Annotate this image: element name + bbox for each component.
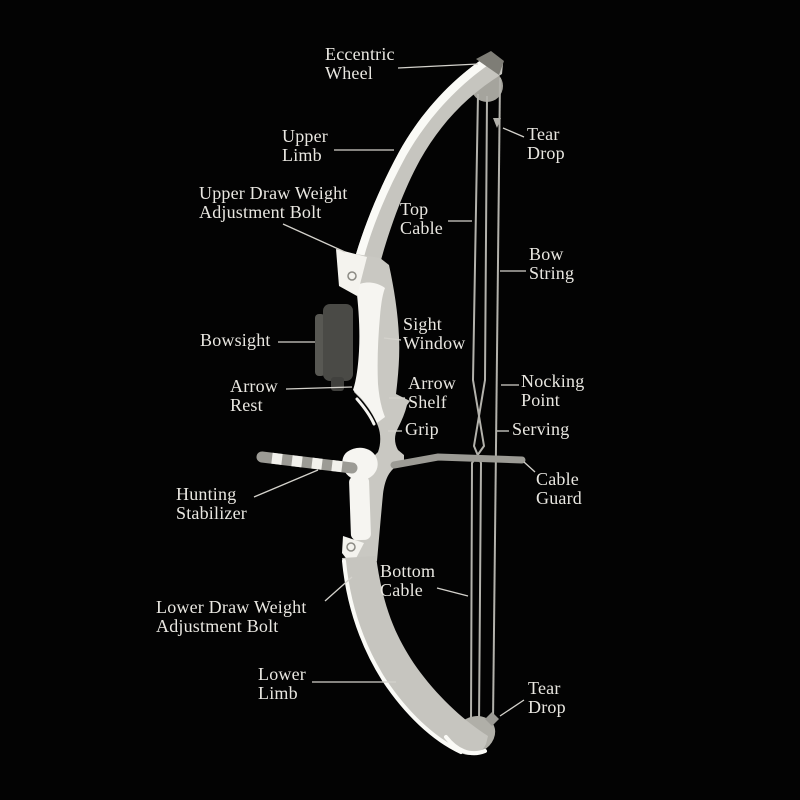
hunting-stabilizer-shape (256, 451, 358, 474)
label-top-cable: Top Cable (400, 199, 443, 238)
leader-lines (253, 63, 536, 717)
leader-eccentric-wheel (397, 63, 479, 69)
tear-drop-top-marker (493, 118, 501, 128)
stabilizer-stripes (271, 452, 343, 473)
upper-draw-weight-bolt-shape (347, 271, 357, 281)
lower-limb-shape (342, 556, 488, 755)
label-cable-guard: Cable Guard (536, 469, 582, 508)
bowsight-bracket (315, 314, 325, 376)
label-arrow-shelf: Arrow Shelf (408, 373, 456, 412)
leader-sight-window (383, 337, 402, 341)
label-eccentric-wheel: Eccentric Wheel (325, 44, 395, 83)
upper-limb-highlight (356, 54, 494, 257)
strings-group (470, 77, 501, 726)
limb-tip-cap (476, 51, 504, 75)
bowsight-body (323, 304, 353, 381)
leader-tear-drop-bottom (499, 699, 525, 717)
leader-hunting-stabilizer (253, 469, 319, 498)
leader-upper-draw-weight-adjustment-bolt (282, 223, 346, 253)
bow-string-shape (492, 77, 501, 723)
label-upper-limb: Upper Limb (282, 126, 328, 165)
cam-highlight (444, 735, 487, 756)
lower-riser-cutout (349, 475, 371, 541)
tear-drop-bottom-marker (485, 712, 499, 726)
leader-tear-drop-top (502, 127, 525, 138)
label-tear-drop-bottom: Tear Drop (528, 678, 566, 717)
label-serving: Serving (512, 419, 570, 439)
grip-highlight (355, 397, 376, 426)
leader-arrow-rest (285, 386, 353, 390)
label-sight-window: Sight Window (403, 314, 466, 353)
upper-limb-shape (356, 54, 503, 260)
bowsight-shape (315, 304, 353, 391)
label-bowsight: Bowsight (200, 330, 271, 350)
label-hunting-stabilizer: Hunting Stabilizer (176, 484, 247, 523)
label-lower-limb: Lower Limb (258, 664, 306, 703)
label-bow-string: Bow String (529, 244, 575, 283)
bottom-cable-shape (472, 95, 488, 726)
label-tear-drop-top: Tear Drop (527, 124, 565, 163)
label-grip: Grip (405, 419, 439, 439)
lower-limb-highlight (342, 559, 463, 754)
label-lower-draw-weight-adjustment-bolt: Lower Draw Weight Adjustment Bolt (156, 597, 307, 636)
cable-guard-shape (390, 453, 526, 469)
leader-lower-draw-weight-adjustment-bolt (324, 576, 353, 602)
lower-draw-weight-bolt-shape (346, 542, 356, 552)
leader-bottom-cable (436, 587, 469, 597)
leader-cable-guard (523, 461, 536, 473)
label-bottom-cable: Bottom Cable (380, 561, 436, 600)
top-cable-shape (470, 93, 486, 725)
label-upper-draw-weight-adjustment-bolt: Upper Draw Weight Adjustment Bolt (199, 183, 348, 222)
sight-window-shape (353, 282, 385, 423)
label-nocking-point: Nocking Point (521, 371, 585, 410)
label-arrow-rest: Arrow Rest (230, 376, 278, 415)
bowsight-pin (331, 377, 344, 391)
